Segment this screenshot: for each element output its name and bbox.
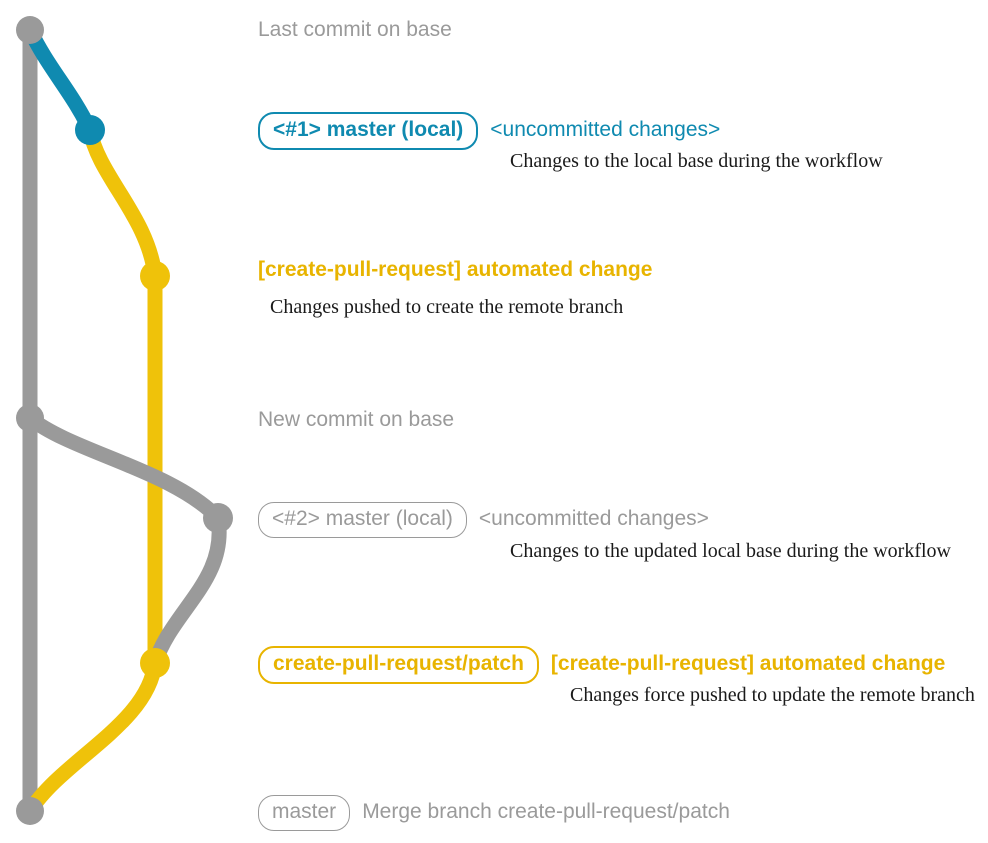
commit-row-local-1: <#1> master (local) <uncommitted changes> xyxy=(258,112,720,150)
branch-tag-automated-change-2[interactable]: create-pull-request/patch xyxy=(258,646,539,684)
commit-subject-local-1: <uncommitted changes> xyxy=(490,118,721,141)
edge-base-2-to-local-2 xyxy=(22,410,226,526)
commit-subject-automated-change-1: [create-pull-request] automated change xyxy=(258,258,653,281)
commit-row-merge-master: master Merge branch create-pull-request/p… xyxy=(258,795,730,831)
commit-subject-automated-change-2: [create-pull-request] automated change xyxy=(550,652,946,675)
node-base-new-commit[interactable] xyxy=(16,404,44,432)
branch-tag-local-2[interactable]: <#2> master (local) xyxy=(258,502,467,538)
branch-tag-merge-master[interactable]: master xyxy=(258,795,351,831)
edge-base-to-local-1 xyxy=(22,22,98,138)
graph-edges xyxy=(22,22,227,819)
commit-row-local-2: <#2> master (local) <uncommitted changes> xyxy=(258,502,709,538)
commit-subject-local-2: <uncommitted changes> xyxy=(478,507,709,530)
node-local-uncommitted-1[interactable] xyxy=(75,115,105,145)
commit-row-automated-change-2: create-pull-request/patch [create-pull-re… xyxy=(258,646,945,684)
commit-description-automated-change-2: Changes force pushed to update the remot… xyxy=(570,684,975,706)
last-commit-on-base: Last commit on base xyxy=(258,18,452,41)
new-commit-on-base: New commit on base xyxy=(258,408,455,431)
commit-description-automated-change-1: Changes pushed to create the remote bran… xyxy=(270,296,624,318)
commit-subject-merge-master: Merge branch create-pull-request/patch xyxy=(362,800,730,823)
commit-description-local-1: Changes to the local base during the wor… xyxy=(510,150,883,172)
edge-local-1-to-automated-1 xyxy=(82,122,163,284)
edge-automated-2-to-merge xyxy=(22,655,163,819)
node-local-uncommitted-2[interactable] xyxy=(203,503,233,533)
node-automated-change-2[interactable] xyxy=(140,648,170,678)
node-base-last-commit[interactable] xyxy=(16,16,44,44)
node-merge-master[interactable] xyxy=(16,797,44,825)
node-automated-change-1[interactable] xyxy=(140,261,170,291)
edge-local-2-to-automated-2 xyxy=(147,510,227,671)
commit-description-local-2: Changes to the updated local base during… xyxy=(510,540,951,562)
graph-nodes xyxy=(16,16,233,825)
branch-tag-local-1[interactable]: <#1> master (local) xyxy=(258,112,479,150)
commit-row-automated-change-1: [create-pull-request] automated change xyxy=(258,258,652,282)
